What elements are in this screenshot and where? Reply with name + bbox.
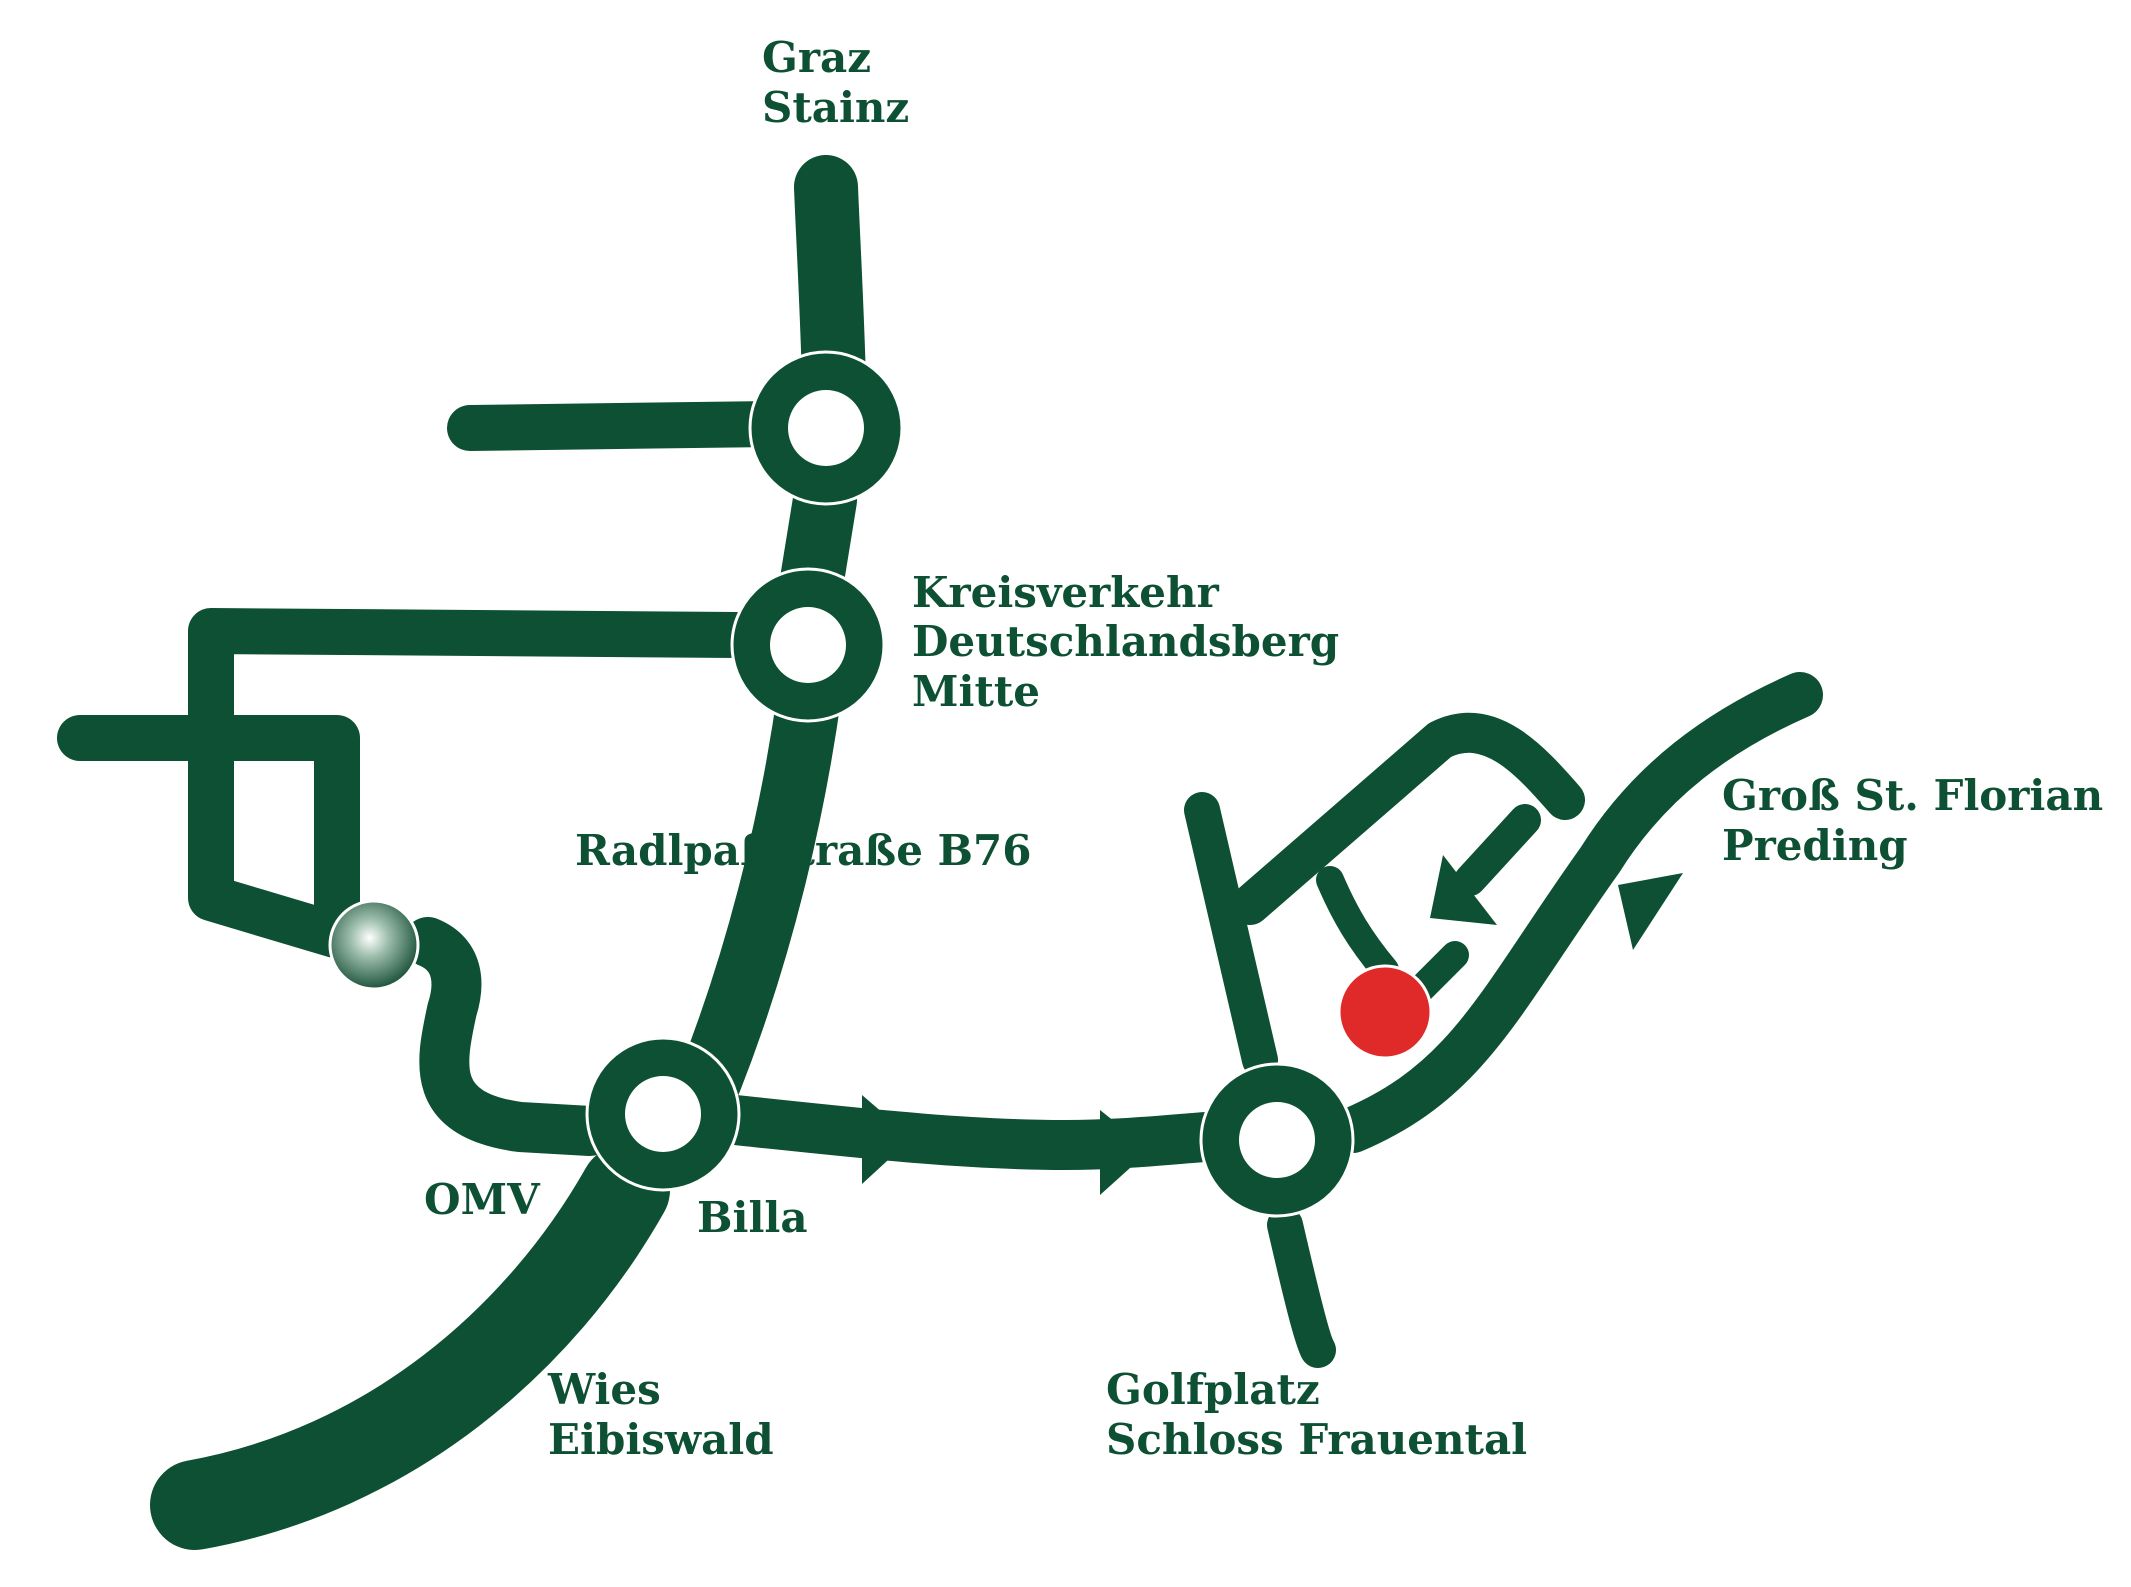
start-marker (328, 899, 420, 991)
label-schloss-frauental: Schloss Frauental (1106, 1415, 1527, 1464)
label-kreisverkehr: Kreisverkehr (912, 568, 1220, 617)
road-access-loop (1230, 712, 1585, 925)
road-florian (1330, 672, 1823, 1153)
arrow-east-2-icon (1100, 1110, 1150, 1195)
road-loop-inner (57, 715, 360, 943)
arrow-east-3-icon (1618, 873, 1683, 950)
road-frauental-north (1184, 792, 1278, 1078)
label-road-name: Radlpaßstraße B76 (575, 826, 1031, 875)
road-west-branch (447, 401, 791, 451)
label-stainz: Stainz (762, 83, 909, 132)
road-curve (403, 917, 615, 1156)
arrow-ne-icon (1430, 855, 1497, 925)
road-frauental-south (1267, 1207, 1336, 1368)
label-omv: OMV (424, 1175, 541, 1224)
label-mitte: Mitte (912, 667, 1040, 716)
label-billa: Billa (697, 1193, 808, 1242)
road-b76-segment (678, 658, 842, 1112)
label-wies: Wies (547, 1365, 661, 1414)
label-preding: Preding (1722, 821, 1908, 870)
label-graz: Graz (762, 33, 871, 82)
label-eibiswald: Eibiswald (548, 1415, 774, 1464)
label-gross-st-florian: Groß St. Florian (1722, 771, 2103, 820)
destination-marker (1337, 964, 1433, 1060)
road-access-inner (1316, 866, 1399, 984)
road-access-arrow-shaft (1454, 804, 1541, 896)
road-b76-segment (780, 468, 857, 612)
road-b76-south (150, 1145, 670, 1550)
road-east (710, 1095, 1230, 1170)
label-golfplatz: Golfplatz (1106, 1365, 1320, 1414)
arrow-east-1-icon (862, 1095, 912, 1184)
label-deutschlandsberg: Deutschlandsberg (912, 617, 1339, 666)
road-loop (188, 608, 760, 958)
